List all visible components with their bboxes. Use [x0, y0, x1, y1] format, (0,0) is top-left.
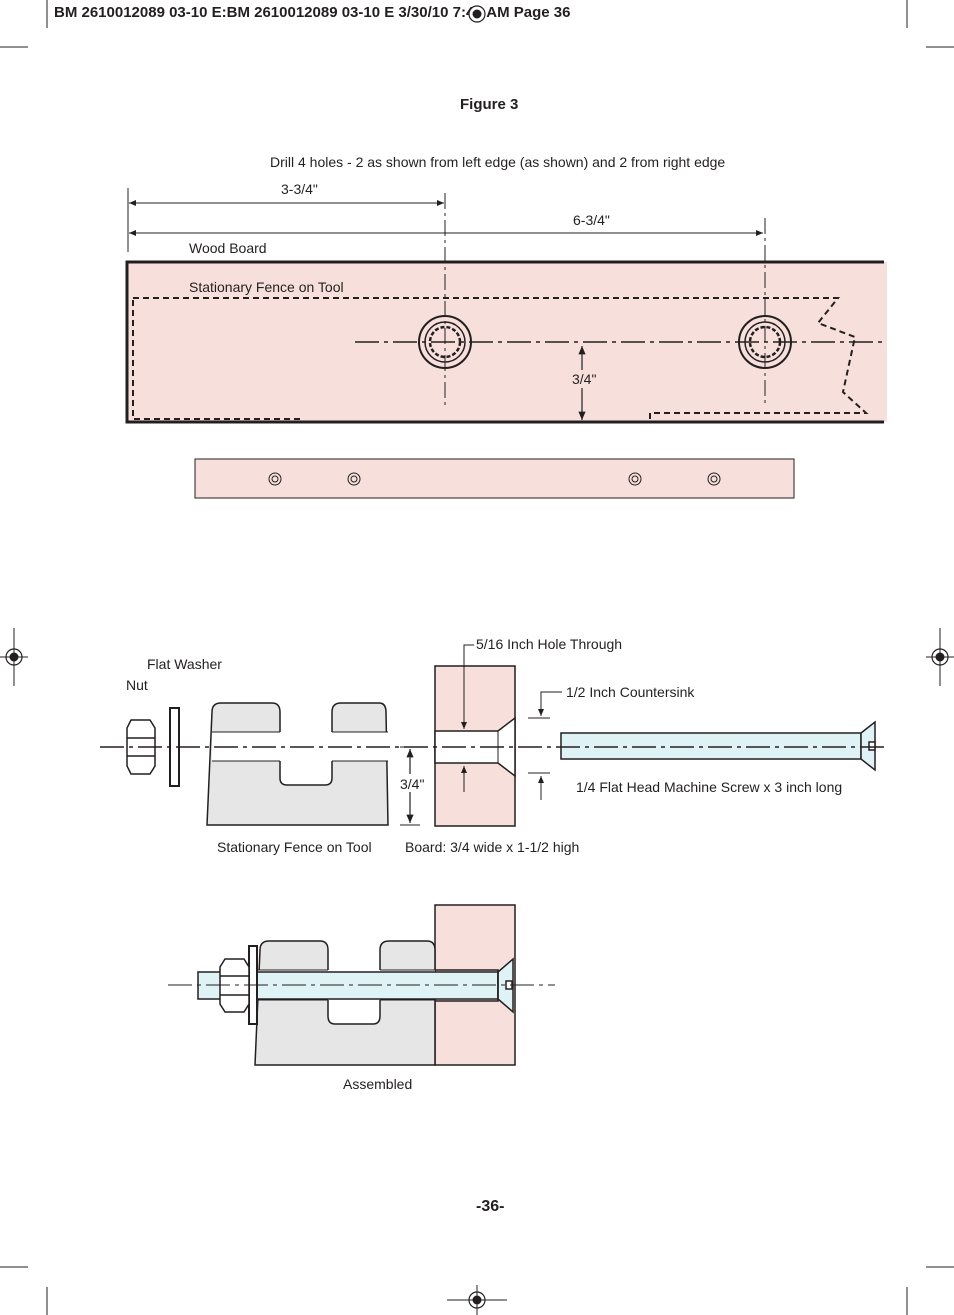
wood-board-label: Wood Board [189, 240, 267, 256]
screw-icon [560, 720, 876, 772]
drill-instruction: Drill 4 holes - 2 as shown from left edg… [270, 154, 725, 170]
bolt-hole-icon [418, 315, 472, 369]
board-size-label: Board: 3/4 wide x 1-1/2 high [405, 839, 579, 855]
page-number: -36- [476, 1198, 505, 1215]
figure-title: Figure 3 [460, 96, 519, 113]
hole-marker-icon [347, 472, 361, 486]
hole-marker-icon [707, 472, 721, 486]
registration-mark-icon [926, 628, 954, 686]
hole-through-label: 5/16 Inch Hole Through [476, 636, 622, 652]
dim-second-hole-label: 6-3/4" [573, 212, 610, 228]
hole-marker-icon [628, 472, 642, 486]
screw-label: 1/4 Flat Head Machine Screw x 3 inch lon… [576, 779, 842, 795]
dim-height-label-exploded: 3/4" [400, 776, 424, 792]
fence-block-icon [254, 940, 436, 1066]
fence-label-exploded: Stationary Fence on Tool [217, 839, 372, 855]
top-view: 3-3/4" 6-3/4" Wood Board Stationary Fenc… [125, 181, 887, 424]
fence-block-icon [206, 702, 389, 826]
registration-mark-icon [0, 628, 28, 686]
flat-washer-label: Flat Washer [147, 656, 222, 672]
print-slug-header: BM 2610012089 03-10 E:BM 2610012089 03-1… [54, 4, 571, 21]
registration-mark-icon [468, 5, 486, 23]
hex-nut-icon [219, 958, 250, 1013]
exploded-view: Flat Washer Nut 5/16 Inch Hole Through 1… [100, 636, 885, 855]
fence-label-top: Stationary Fence on Tool [189, 279, 344, 295]
assembled-label: Assembled [343, 1076, 412, 1092]
registration-mark-icon [447, 1285, 507, 1315]
countersink-label: 1/2 Inch Countersink [566, 684, 695, 700]
dim-height-label-top: 3/4" [572, 371, 596, 387]
assembled-view: Assembled [168, 904, 555, 1092]
bolt-hole-icon [738, 315, 792, 369]
hole-marker-icon [268, 472, 282, 486]
nut-label: Nut [126, 677, 148, 693]
dim-first-hole-label: 3-3/4" [281, 181, 318, 197]
board-strip [194, 458, 795, 499]
